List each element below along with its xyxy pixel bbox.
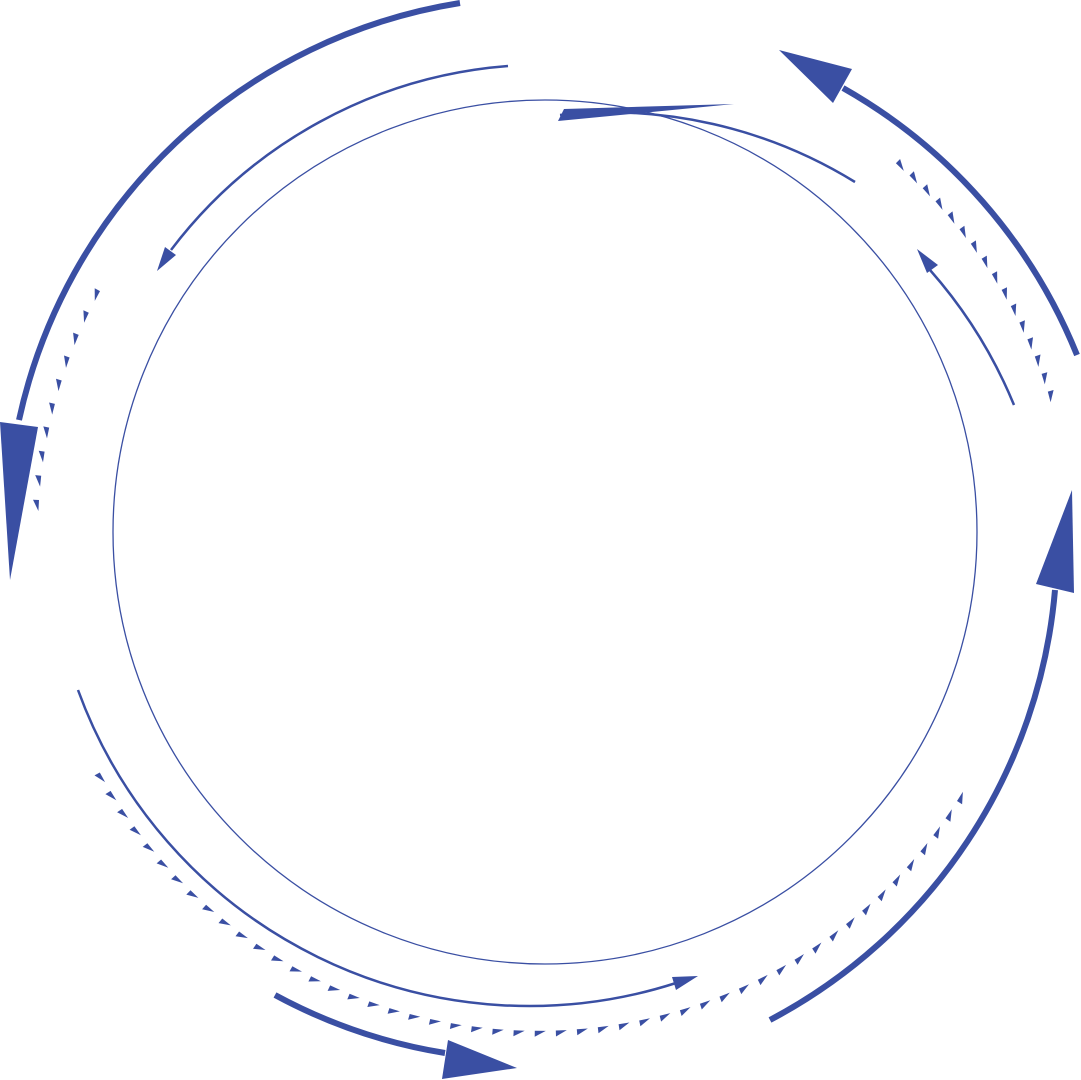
dash-arrow-top-right [1047,390,1054,403]
small-arrowhead-top-right-icon [558,104,734,121]
dash-arrow-left [64,355,70,368]
dash-arrow-bottom [738,984,749,995]
dash-arrow-bottom [776,964,787,976]
dash-arrow-bottom [367,1001,380,1007]
dash-arrow-bottom [892,874,901,887]
dash-arrow-bottom [271,955,284,962]
dash-arrow-top-right [1041,372,1048,385]
outer-arc-bottom [273,992,446,1056]
dash-arrow-left [83,310,89,323]
dash-arrow-top-right [1019,320,1025,333]
dash-arrow-bottom [408,1014,421,1020]
arrowhead-left-icon [0,422,38,580]
dash-arrow-bottom [428,1019,441,1025]
dash-arrow-bottom [906,859,915,872]
dash-arrow-bottom [105,790,117,801]
dash-arrow-left [94,288,100,301]
outer-arc-top-left [16,0,461,421]
dash-arrow-bottom [235,931,248,939]
dash-arrow-bottom [719,992,730,1003]
dash-arrow-left [49,402,55,415]
dash-arrow-bottom [945,809,952,822]
dash-arrow-top-right [1001,287,1007,300]
dash-arrow-bottom [846,917,855,929]
small-arrowhead-top-left-icon [157,247,176,271]
dash-arrow-bottom [117,808,129,818]
small-arrowhead-right-icon [917,249,938,273]
dash-arrow-left [33,499,39,511]
dash-arrow-bottom [534,1030,546,1037]
outer-arc-bottom-right [768,589,1058,1023]
arrowhead-top-right-icon [779,50,852,103]
inner-circle [112,99,978,965]
dash-arrow-bottom [699,1000,711,1010]
dash-arrow-bottom [957,791,963,805]
dash-arrow-bottom [757,974,768,986]
dash-arrow-bottom [289,966,302,972]
arrowhead-bottom-icon [442,1040,517,1079]
dash-arrow-bottom [129,826,141,836]
dash-arrow-bottom [186,890,199,898]
dash-arrow-bottom [812,942,822,954]
dash-arrow-bottom [449,1023,462,1029]
inner-arc-right [929,269,1016,406]
dash-arrow-bottom [618,1022,630,1031]
dash-arrow-bottom [156,859,169,868]
dash-arrow-bottom [218,918,231,926]
dash-arrow-bottom [347,993,360,1000]
dash-arrow-top-right [922,184,930,197]
dash-arrow-bottom [659,1013,671,1022]
dash-arrow-bottom [829,930,839,942]
dash-arrow-bottom [471,1026,483,1033]
dash-arrow-bottom [679,1007,691,1016]
dash-arrow-bottom [933,826,940,839]
dash-arrow-bottom [877,889,886,902]
dash-arrow-bottom [308,976,321,982]
dash-arrow-bottom [576,1028,588,1036]
inner-arc-top-left [170,64,509,251]
dash-arrow-top-right [935,197,943,210]
dash-arrow-top-right [981,255,988,269]
dash-arrow-top-right [1010,303,1017,316]
inner-arc-top-right [559,111,856,184]
dash-arrow-bottom [794,954,804,965]
dash-arrow-bottom [94,772,106,783]
dash-arrow-top-right [895,159,904,171]
dash-arrow-left [35,475,42,487]
outer-arc-top-right [841,85,1080,357]
dash-arrow-bottom [492,1028,504,1035]
small-arrowhead-bottom-icon [672,976,698,990]
dash-arrow-bottom [597,1025,609,1034]
dash-arrow-top-right [970,240,977,253]
dash-arrow-bottom [387,1008,400,1014]
dash-arrow-bottom [862,903,871,916]
dash-arrow-bottom [920,843,928,856]
dash-arrow-top-right [909,171,918,184]
dash-arrow-top-right [1034,354,1041,367]
dash-arrow-bottom [253,943,266,950]
dash-arrow-left [73,332,79,346]
dash-arrow-left [38,450,45,463]
dash-arrow-bottom [513,1030,525,1037]
inner-arc-bottom [76,689,677,1008]
arrowhead-right-icon [1036,490,1074,593]
dash-arrow-left [56,378,62,392]
dash-arrow-top-right [959,225,966,239]
dash-arrow-top-right [991,271,998,284]
dash-arrow-bottom [142,843,155,852]
dash-arrow-bottom [171,875,184,884]
dash-arrow-top-right [1027,337,1033,350]
dash-arrow-bottom [327,985,341,991]
dash-arrow-left [43,426,50,439]
dash-arrow-top-right [947,211,955,224]
dash-arrow-bottom [639,1018,650,1027]
dash-arrow-bottom [202,904,215,912]
dash-arrow-bottom [555,1030,567,1037]
